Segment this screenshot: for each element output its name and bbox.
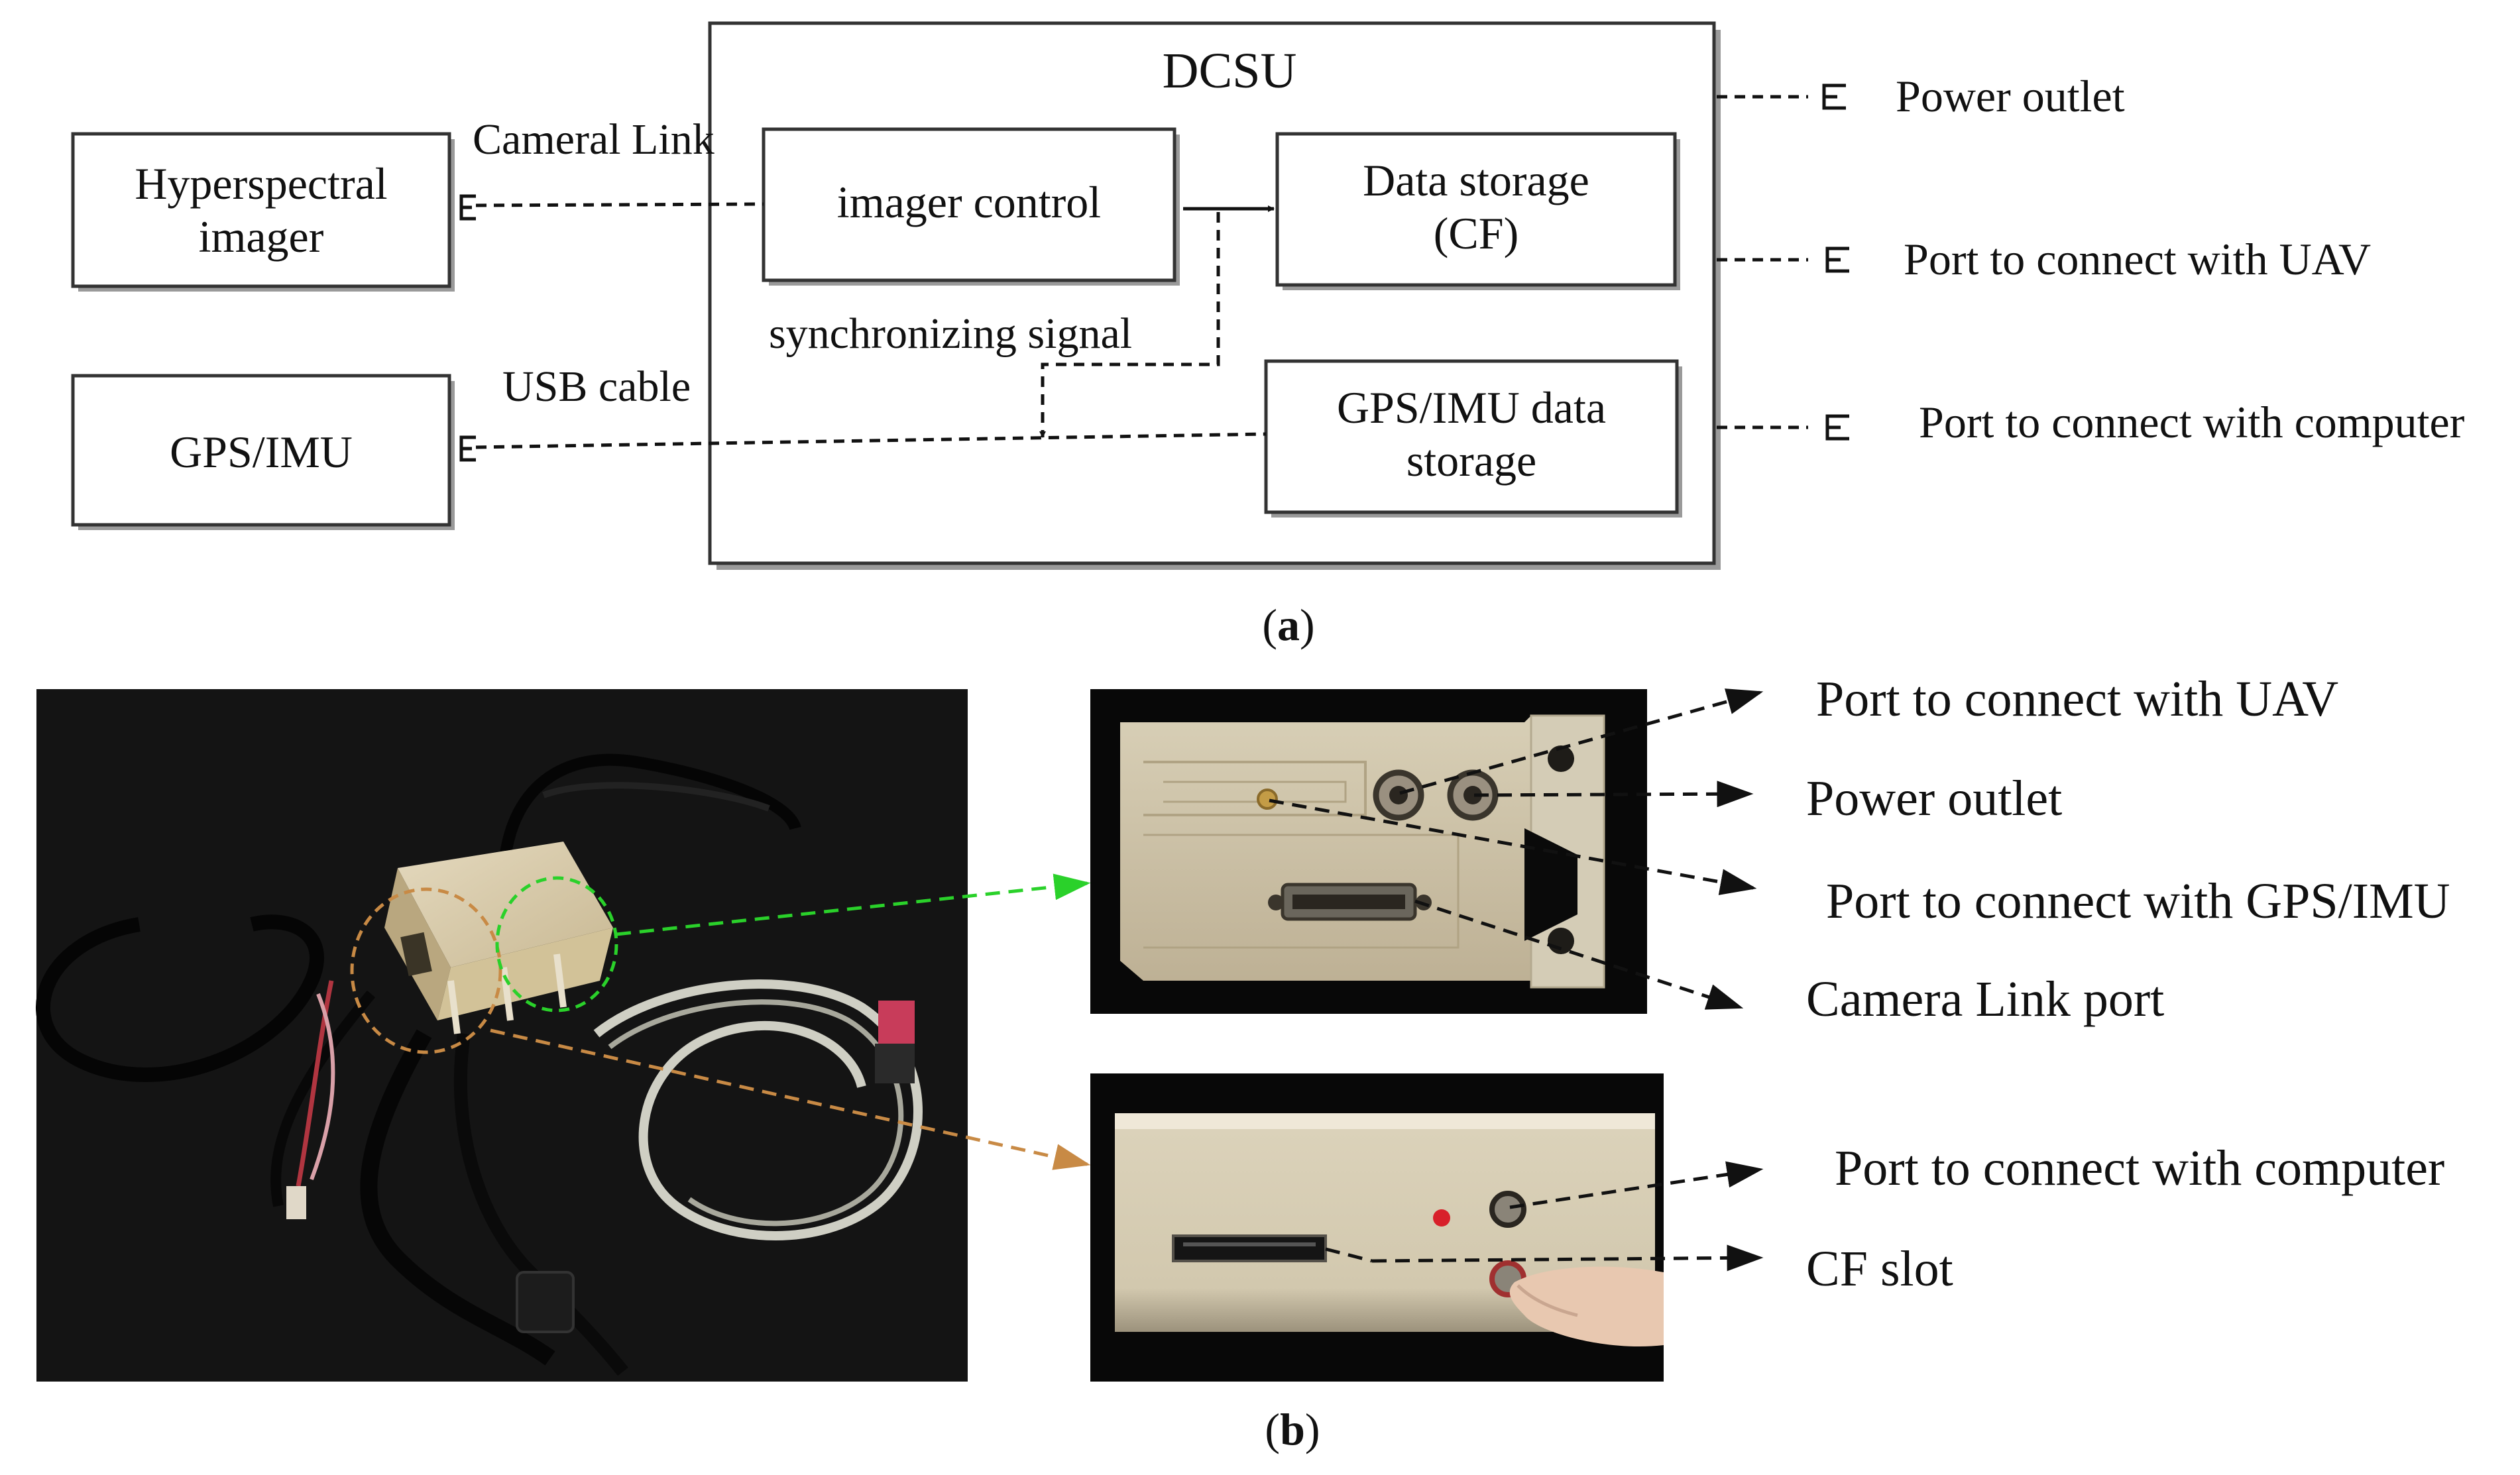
hyperspectral-imager-box [71, 132, 455, 292]
connector-icon [459, 435, 476, 462]
green-highlight-circle [495, 876, 618, 1012]
gps-imu-label: GPS/IMU [170, 427, 353, 477]
data-storage-line2: (CF) [1434, 208, 1518, 258]
callout-power-outlet: Power outlet [1806, 771, 2062, 826]
connector-icon [1825, 414, 1849, 441]
sync-signal-label: synchronizing signal [769, 309, 1132, 358]
dcsu-box [708, 21, 1721, 570]
callout-port-uav: Port to connect with UAV [1816, 671, 2338, 727]
data-storage-line1: Data storage [1363, 155, 1589, 205]
panel-b-photos: Port to connect with UAV Power outlet Po… [36, 671, 2450, 1454]
camera-link-line [475, 202, 764, 207]
hyperspectral-label-line2: imager [199, 211, 324, 262]
power-outlet-label: Power outlet [1896, 71, 2125, 121]
callout-camera-link: Camera Link port [1806, 971, 2164, 1027]
dcsu-title: DCSU [1163, 43, 1297, 99]
caption-a: (a) [1262, 600, 1314, 650]
gps-storage-line2: storage [1406, 435, 1536, 486]
gps-storage-line1: GPS/IMU data [1337, 382, 1606, 433]
callout-arrow-cf-slot-stub [1325, 1247, 1373, 1263]
camera-link-label: Cameral Link [473, 115, 715, 164]
usb-cable-line [475, 432, 1267, 449]
device-side-photo [1090, 1073, 1664, 1382]
connector-icon [459, 194, 476, 221]
callout-arrow-camera-link [1414, 899, 1744, 1010]
device-photo [36, 689, 968, 1382]
imager-control-label: imager control [837, 177, 1101, 227]
green-pointer-arrow [616, 873, 1091, 936]
callout-arrow-computer [1509, 1161, 1764, 1209]
device-top-photo [1090, 689, 1647, 1014]
panel-a-diagram: DCSU Hyperspectral imager GPS/IMU imager… [71, 21, 2465, 650]
sync-signal-line [1039, 212, 1220, 438]
connector-icon [1825, 246, 1849, 273]
gps-imu-storage-box [1264, 359, 1682, 518]
callout-cf-slot: CF slot [1806, 1241, 1953, 1297]
connector-icon [1822, 83, 1846, 110]
imager-control-box [762, 127, 1180, 286]
data-storage-box [1275, 132, 1680, 290]
gps-imu-box [71, 374, 455, 530]
orange-highlight-circle [350, 887, 502, 1054]
port-computer-label: Port to connect with computer [1919, 397, 2465, 447]
callout-port-gps: Port to connect with GPS/IMU [1826, 873, 2450, 929]
port-uav-label: Port to connect with UAV [1904, 234, 2371, 284]
callout-arrow-gps [1269, 798, 1757, 895]
callout-arrow-uav [1399, 688, 1764, 795]
caption-b: (b) [1265, 1404, 1320, 1454]
hyperspectral-label-line1: Hyperspectral [135, 158, 387, 209]
callout-arrow-cf-slot [1371, 1244, 1764, 1272]
callout-port-computer: Port to connect with computer [1835, 1140, 2444, 1196]
usb-cable-label: USB cable [502, 362, 691, 411]
orange-pointer-arrow [490, 1028, 1091, 1170]
